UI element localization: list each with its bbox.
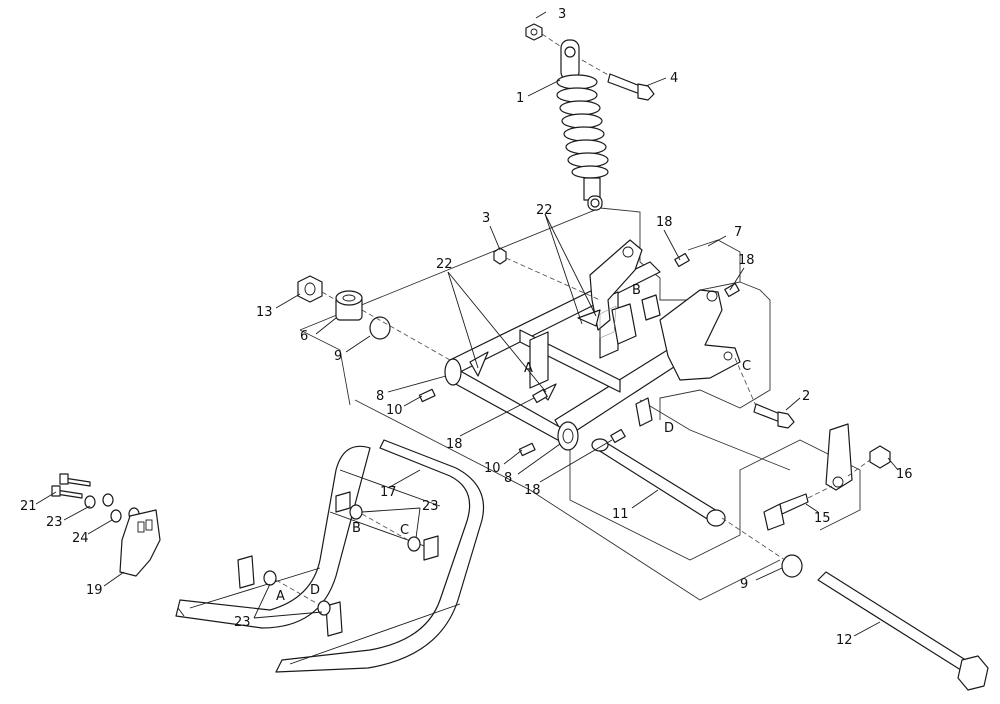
callout-18-top: 18 [656, 215, 673, 230]
bolt-18-upper-right [724, 282, 740, 298]
screw-10-right [518, 442, 536, 457]
callout-16: 16 [896, 467, 913, 482]
bolt-2 [753, 403, 795, 429]
callout-2: 2 [802, 389, 810, 404]
axle-tube-11 [591, 438, 726, 527]
callout-11: 11 [612, 507, 629, 522]
bolt-4-top [607, 73, 655, 101]
screw-10-left [418, 388, 436, 403]
washer-23-a [263, 570, 277, 586]
long-bolt-12 [817, 571, 989, 691]
leader-lines [35, 11, 899, 637]
callout-18-lower: 18 [524, 483, 541, 498]
washer-24-left [110, 507, 140, 523]
callout-8-left: 8 [376, 389, 384, 404]
connection-letters: B A C D B C A D [276, 283, 751, 604]
point-b-arm: B [632, 283, 641, 298]
washer-23-b [349, 504, 363, 520]
callout-4: 4 [670, 71, 678, 86]
callout-10-left: 10 [386, 403, 403, 418]
o-ring-9-left [369, 316, 391, 340]
nut-13 [297, 275, 323, 303]
callout-18-mid: 18 [446, 437, 463, 452]
nut-16 [869, 445, 891, 469]
callout-15: 15 [814, 511, 831, 526]
callout-24: 24 [72, 531, 89, 546]
callout-10-right: 10 [484, 461, 501, 476]
swing-arm [444, 239, 741, 451]
runner-frame [175, 439, 485, 673]
callout-23-bottom: 23 [234, 615, 251, 630]
point-c-arm: C [742, 359, 751, 374]
callout-22-mid: 22 [436, 257, 453, 272]
callout-1: 1 [516, 91, 524, 106]
callout-labels: 3 1 4 22 3 18 7 18 22 13 6 9 8 10 2 18 1… [20, 7, 913, 648]
assembly-outline-boxes [299, 207, 861, 601]
bushing-6 [335, 290, 363, 321]
callout-6: 6 [300, 329, 308, 344]
callout-8-right: 8 [504, 471, 512, 486]
bracket-19 [119, 509, 161, 577]
point-a-arm: A [524, 361, 533, 376]
callout-19: 19 [86, 583, 103, 598]
bolt-21-upper [59, 473, 91, 487]
callout-23-right: 23 [422, 499, 439, 514]
callout-21: 21 [20, 499, 37, 514]
washer-23-left [84, 493, 114, 509]
shock-absorber [556, 39, 609, 211]
callout-7: 7 [734, 225, 742, 240]
callout-17: 17 [380, 485, 397, 500]
callout-9-left: 9 [334, 349, 342, 364]
callout-22-top: 22 [536, 203, 553, 218]
pivot-link [825, 423, 853, 491]
point-a-frame: A [276, 589, 285, 604]
bolt-15 [763, 493, 809, 531]
washer-23-d [317, 600, 331, 616]
nut-3-top [525, 23, 543, 41]
o-ring-9-right [781, 554, 803, 578]
callout-23-left: 23 [46, 515, 63, 530]
bolt-21-lower [51, 485, 83, 499]
bolt-18-mid [532, 388, 548, 404]
bolt-18-lower [610, 428, 626, 444]
callout-9-right: 9 [740, 577, 748, 592]
nut-3-mid [493, 247, 507, 265]
callout-13: 13 [256, 305, 273, 320]
point-d-arm: D [664, 421, 674, 436]
callout-3-top: 3 [558, 7, 566, 22]
point-d-frame: D [310, 583, 320, 598]
washer-23-c [407, 536, 421, 552]
callout-12: 12 [836, 633, 853, 648]
point-b-frame: B [352, 521, 361, 536]
bolt-18-upper [674, 252, 690, 268]
callout-3-mid: 3 [482, 211, 490, 226]
point-c-frame: C [400, 523, 409, 538]
callout-18-right: 18 [738, 253, 755, 268]
